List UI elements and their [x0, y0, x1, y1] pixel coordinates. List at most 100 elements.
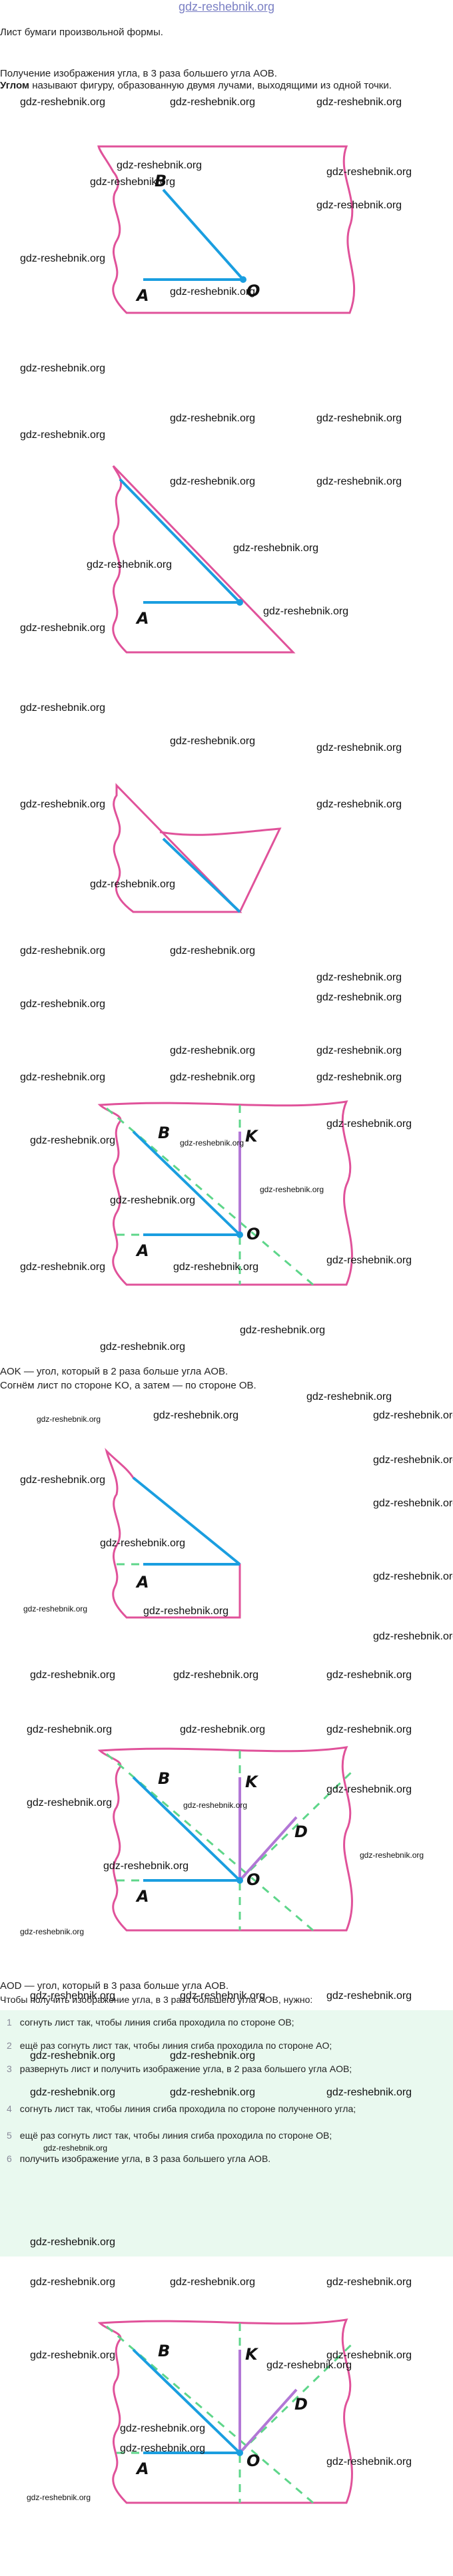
watermark: gdz-reshebnik.org: [20, 363, 106, 374]
watermark: gdz-reshebnik.org: [170, 476, 256, 487]
label-k: K: [245, 1127, 259, 1146]
figure-angle-aok: B K A O: [97, 1100, 353, 1286]
watermark: gdz-reshebnik.org: [373, 1498, 453, 1509]
watermark: gdz-reshebnik.org: [180, 1138, 244, 1148]
watermark: gdz-reshebnik.org: [316, 476, 402, 487]
label-o: O: [246, 282, 260, 300]
watermark: gdz-reshebnik.org: [170, 945, 256, 957]
watermark: gdz-reshebnik.org: [23, 1604, 88, 1613]
text-aod: AOD — угол, который в 3 раза больше угла…: [0, 1980, 229, 1992]
watermark: gdz-reshebnik.org: [20, 253, 106, 264]
watermark: gdz-reshebnik.org: [170, 2276, 256, 2288]
vertex-o: [236, 2450, 243, 2456]
watermark: gdz-reshebnik.org: [233, 542, 319, 554]
watermark: gdz-reshebnik.org: [20, 97, 106, 108]
label-b: B: [155, 172, 167, 190]
text-fold: Согнём лист по стороне KO, а затем — по …: [0, 1380, 256, 1391]
ray-ob: [132, 1476, 241, 1566]
watermark: gdz-reshebnik.org: [37, 1414, 101, 1424]
label-o: O: [246, 2452, 260, 2470]
figure-angle-aob: B A O: [97, 145, 356, 314]
watermark: gdz-reshebnik.org: [260, 1185, 324, 1194]
watermark: gdz-reshebnik.org: [373, 1410, 453, 1421]
figure-angle-aod: B K D A O: [97, 1746, 354, 1932]
label-a: A: [135, 2460, 149, 2478]
sheet-outline: [112, 465, 296, 654]
label-d: D: [294, 1823, 308, 1841]
watermark: gdz-reshebnik.org: [326, 1255, 412, 1266]
watermark: gdz-reshebnik.org: [173, 1261, 259, 1273]
watermark: gdz-reshebnik.org: [326, 2276, 412, 2288]
watermark: gdz-reshebnik.org: [43, 2143, 108, 2153]
watermark: gdz-reshebnik.org: [20, 1927, 85, 1936]
ray-ob: [132, 1130, 241, 1236]
label-o: O: [246, 1225, 260, 1243]
watermark: gdz-reshebnik.org: [20, 702, 106, 714]
sheet-outline: [113, 783, 242, 913]
watermark: gdz-reshebnik.org: [263, 606, 349, 617]
figure-final-aod: B K D A O: [97, 2318, 354, 2504]
watermark: gdz-reshebnik.org: [326, 2456, 412, 2468]
vertex-o: [236, 599, 243, 606]
ray-ob: [132, 2348, 241, 2454]
watermark: gdz-reshebnik.org: [30, 1669, 116, 1681]
sheet-outline: [97, 1746, 353, 1932]
label-k: K: [245, 2345, 259, 2364]
label-d: D: [294, 2395, 308, 2414]
watermark: gdz-reshebnik.org: [326, 2087, 412, 2098]
watermark: gdz-reshebnik.org: [30, 2050, 116, 2061]
ray-ob: [162, 837, 241, 913]
sheet-outline: [105, 1448, 241, 1619]
watermark: gdz-reshebnik.org: [373, 1571, 453, 1582]
watermark: gdz-reshebnik.org: [27, 1724, 113, 1735]
watermark: gdz-reshebnik.org: [20, 1474, 106, 1486]
sheet-outline: [97, 145, 356, 314]
watermark: gdz-reshebnik.org: [373, 1631, 453, 1642]
watermark: gdz-reshebnik.org: [90, 879, 176, 890]
site-header[interactable]: gdz-reshebnik.org: [178, 0, 275, 13]
text-sheet: Лист бумаги произвольной формы.: [0, 27, 163, 38]
label-k: K: [245, 1773, 259, 1791]
watermark: gdz-reshebnik.org: [110, 1195, 196, 1206]
folded-flap: [159, 827, 282, 913]
text-aok: AOK — угол, который в 2 раза больше угла…: [0, 1366, 228, 1377]
watermark: gdz-reshebnik.org: [326, 1669, 412, 1681]
watermark: gdz-reshebnik.org: [170, 286, 256, 298]
text-definition: Углом называют фигуру, образованную двум…: [0, 80, 392, 91]
watermark: gdz-reshebnik.org: [316, 742, 402, 753]
watermark: gdz-reshebnik.org: [170, 97, 256, 108]
watermark: gdz-reshebnik.org: [316, 413, 402, 424]
watermark: gdz-reshebnik.org: [170, 2050, 256, 2061]
sheet-outline: [97, 1100, 353, 1286]
watermark: gdz-reshebnik.org: [316, 200, 402, 211]
label-o: O: [246, 1870, 260, 1889]
watermark: gdz-reshebnik.org: [30, 1135, 116, 1146]
vertex-o: [240, 276, 246, 283]
watermark: gdz-reshebnik.org: [316, 992, 402, 1003]
definition-term: Углом: [0, 80, 30, 91]
watermark: gdz-reshebnik.org: [170, 2087, 256, 2098]
watermark: gdz-reshebnik.org: [30, 2237, 116, 2248]
label-b: B: [158, 2342, 170, 2360]
figure-fold-three: A: [105, 1448, 241, 1619]
watermark: gdz-reshebnik.org: [20, 622, 106, 634]
watermark: gdz-reshebnik.org: [30, 2350, 116, 2361]
label-a: A: [135, 1241, 149, 1260]
watermark: gdz-reshebnik.org: [316, 1045, 402, 1056]
watermark: gdz-reshebnik.org: [326, 2350, 412, 2361]
watermark: gdz-reshebnik.org: [103, 1860, 189, 1872]
watermark: gdz-reshebnik.org: [20, 1072, 106, 1083]
watermark: gdz-reshebnik.org: [180, 1724, 266, 1735]
watermark: gdz-reshebnik.org: [326, 1990, 412, 2002]
text-steps-intro: Чтобы получить изображение угла, в 3 раз…: [0, 1994, 313, 2005]
watermark: gdz-reshebnik.org: [266, 2360, 352, 2371]
fold-dashed-3: [238, 1769, 354, 1882]
label-a: A: [135, 1887, 149, 1906]
figure-fold-one: A: [112, 465, 296, 654]
